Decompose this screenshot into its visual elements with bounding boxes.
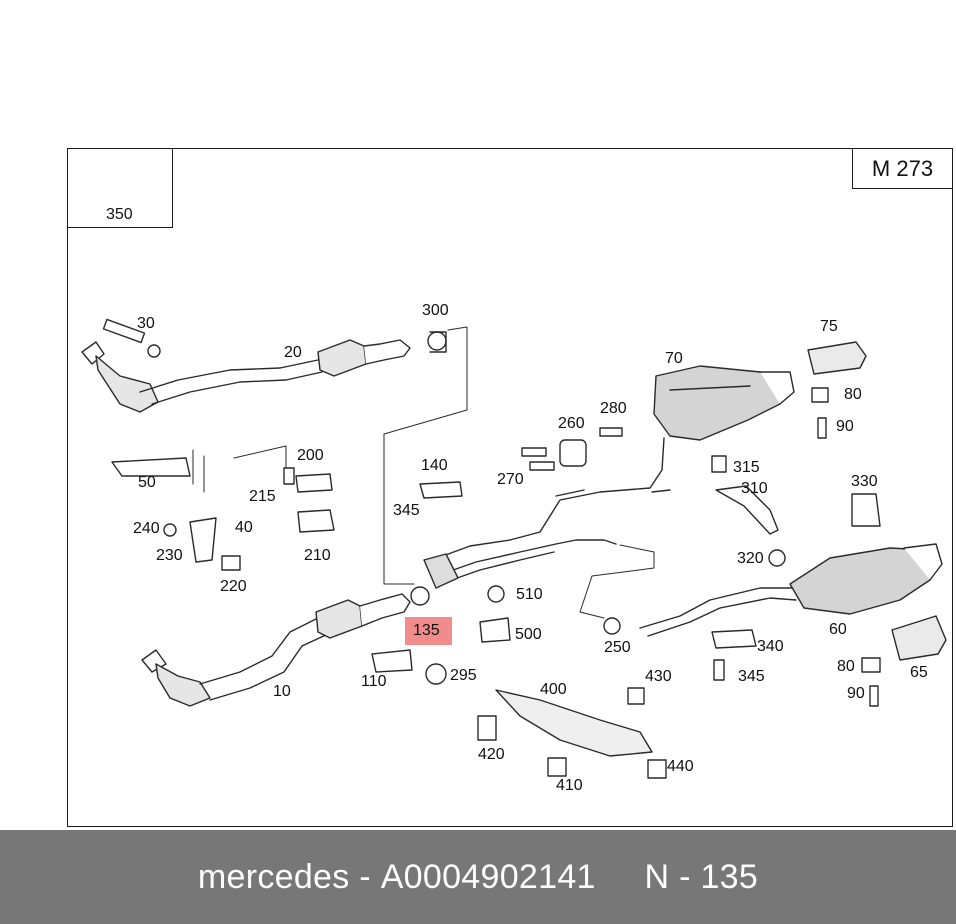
front-pipe-20-drawing xyxy=(81,318,447,413)
callout-345-left: 345 xyxy=(393,502,420,519)
callout-20: 20 xyxy=(284,344,302,361)
rear-muffler-70-drawing xyxy=(653,365,795,441)
callout-65: 65 xyxy=(910,664,928,681)
inset-part-box xyxy=(68,149,173,228)
callout-110: 110 xyxy=(361,673,387,690)
callout-90-upper: 90 xyxy=(836,418,854,435)
callout-30: 30 xyxy=(137,315,155,332)
callout-345-right: 345 xyxy=(738,668,765,685)
callout-90-lower: 90 xyxy=(847,685,865,702)
callout-60: 60 xyxy=(829,621,847,638)
callout-300: 300 xyxy=(422,302,449,319)
callout-330: 330 xyxy=(851,473,878,490)
tailpipe-trims-drawing xyxy=(807,341,947,661)
callout-410: 410 xyxy=(556,777,583,794)
hardware-drawing xyxy=(111,387,881,779)
callout-430: 430 xyxy=(645,668,672,685)
callout-135-highlighted: 135 xyxy=(413,622,440,639)
callout-250: 250 xyxy=(604,639,631,656)
footer-position-label: N - 135 xyxy=(644,857,759,896)
callout-40: 40 xyxy=(235,519,253,536)
callout-80-upper: 80 xyxy=(844,386,862,403)
callout-50: 50 xyxy=(138,474,156,491)
diagram-frame xyxy=(67,148,953,827)
callout-140: 140 xyxy=(421,457,448,474)
callout-240: 240 xyxy=(133,520,160,537)
footer-separator: - xyxy=(349,857,381,896)
callout-340: 340 xyxy=(757,638,784,655)
callout-400: 400 xyxy=(540,681,567,698)
callout-200: 200 xyxy=(297,447,324,464)
callout-500: 500 xyxy=(515,626,542,643)
model-label: M 273 xyxy=(852,149,952,189)
callout-420: 420 xyxy=(478,746,505,763)
callout-215: 215 xyxy=(249,488,276,505)
footer-gap xyxy=(596,858,645,897)
front-pipe-10-drawing xyxy=(141,586,430,707)
leader-lines xyxy=(192,326,655,619)
callout-70: 70 xyxy=(665,350,683,367)
callout-210: 210 xyxy=(304,547,331,564)
callout-280: 280 xyxy=(600,400,627,417)
rear-muffler-60-drawing xyxy=(603,543,943,637)
footer-caption: mercedes - A0004902141 N - 135 xyxy=(0,830,956,924)
highlighted-part-marker xyxy=(405,617,452,645)
footer-bar: mercedes - A0004902141 N - 135 xyxy=(0,830,956,924)
callout-320: 320 xyxy=(737,550,764,567)
callout-310: 310 xyxy=(741,480,768,497)
callout-440: 440 xyxy=(667,758,694,775)
footer-brand: mercedes xyxy=(197,857,350,896)
callout-315: 315 xyxy=(733,459,760,476)
exhaust-system-drawing xyxy=(81,173,947,779)
callout-10: 10 xyxy=(273,683,291,700)
callout-230: 230 xyxy=(156,547,183,564)
callout-260: 260 xyxy=(558,415,585,432)
footer-part-number: A0004902141 xyxy=(380,857,596,896)
callout-80-lower: 80 xyxy=(837,658,855,675)
callout-295: 295 xyxy=(450,667,477,684)
callout-75: 75 xyxy=(820,318,838,335)
callout-270: 270 xyxy=(497,471,524,488)
center-pipes-drawing xyxy=(423,437,671,589)
callout-350: 350 xyxy=(106,206,133,223)
callout-510: 510 xyxy=(516,586,543,603)
callout-220: 220 xyxy=(220,578,247,595)
